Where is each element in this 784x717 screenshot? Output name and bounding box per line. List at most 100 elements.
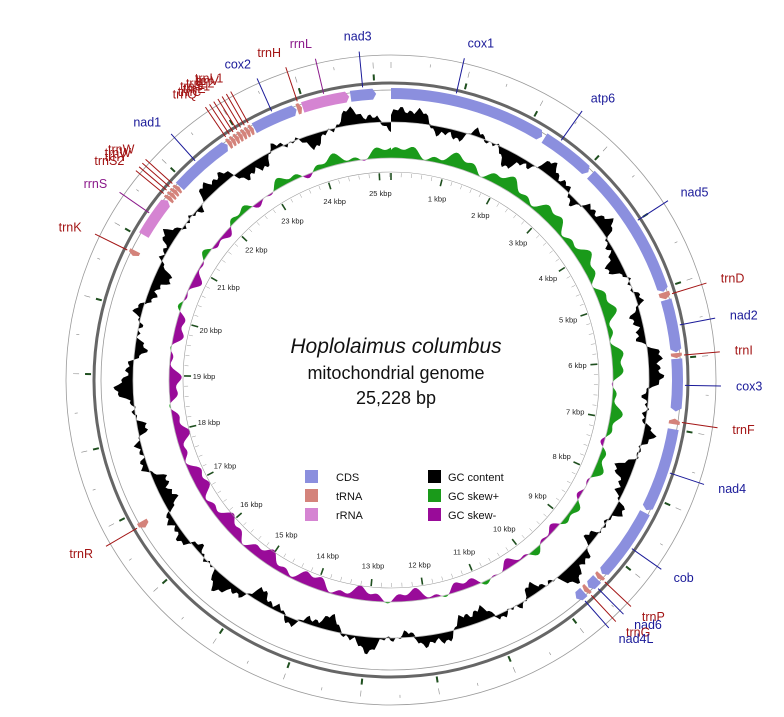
ruler-kbp-label: 8 kbp xyxy=(552,452,570,461)
outer-minor-tick xyxy=(108,523,115,527)
ruler-minor-tick xyxy=(348,177,350,182)
label-leader-line xyxy=(631,548,662,570)
ruler-minor-tick xyxy=(234,243,239,247)
ruler-minor-tick xyxy=(358,175,360,180)
outer-minor-tick xyxy=(631,175,635,178)
ruler-minor-tick xyxy=(431,578,433,583)
ruler-kbp-tick xyxy=(235,512,243,519)
label-nad1: nad1 xyxy=(133,116,161,130)
outer-minor-tick xyxy=(360,690,362,697)
legend-label-gc-skew-plus: GC skew+ xyxy=(448,491,499,503)
ruler-minor-tick xyxy=(194,314,199,317)
outer-minor-tick xyxy=(81,450,88,453)
outer-kbp-tick xyxy=(218,628,224,635)
outer-minor-tick xyxy=(283,673,286,680)
label-leader-line xyxy=(145,159,173,184)
feature-arc-nad4L xyxy=(575,587,588,601)
ruler-minor-tick xyxy=(451,573,453,578)
label-leader-line xyxy=(358,51,364,88)
legend-swatch-rrna xyxy=(305,508,318,521)
ruler-kbp-tick xyxy=(580,313,588,317)
label-leader-line xyxy=(560,110,583,141)
ruler-minor-tick xyxy=(571,285,576,288)
ruler-minor-tick xyxy=(478,193,481,198)
feature-arc-cob xyxy=(600,510,650,575)
label-trnP: trnP xyxy=(642,610,665,624)
label-leader-line xyxy=(170,133,196,162)
ruler-minor-tick xyxy=(579,303,584,306)
ruler-kbp-tick xyxy=(587,413,596,417)
ruler-kbp-label: 14 kbp xyxy=(316,551,339,560)
feature-arc-trnR xyxy=(136,518,149,528)
ruler-minor-tick xyxy=(536,521,540,525)
outer-minor-tick xyxy=(333,67,335,71)
ruler-minor-tick xyxy=(479,562,482,567)
label-trnL2: trnL2 xyxy=(186,77,215,91)
legend-label-gc-content: GC content xyxy=(448,472,504,484)
label-cob: cob xyxy=(674,571,694,585)
ruler-minor-tick xyxy=(191,435,196,438)
label-leader-line xyxy=(671,282,707,295)
ruler-minor-tick xyxy=(206,286,210,289)
ruler-minor-tick xyxy=(229,507,234,510)
label-leader-line xyxy=(684,384,721,387)
label-trnQ: trnQ xyxy=(173,88,198,102)
feature-arc-trnD xyxy=(658,290,671,300)
label-cox1: cox1 xyxy=(468,37,494,51)
feature-arc-rrnS xyxy=(139,199,170,238)
ruler-minor-tick xyxy=(309,189,312,194)
ruler-kbp-label: 10 kbp xyxy=(493,524,516,533)
outer-minor-tick xyxy=(246,660,249,664)
label-cox3: cox3 xyxy=(736,379,762,393)
ruler-minor-tick xyxy=(202,464,207,467)
ruler-kbp-tick xyxy=(590,363,598,366)
ruler-kbp-tick xyxy=(558,266,566,272)
outer-minor-tick xyxy=(674,241,678,244)
label-leader-line xyxy=(141,162,170,188)
outer-minor-tick xyxy=(223,109,227,115)
outer-minor-tick xyxy=(467,71,470,78)
label-trnD: trnD xyxy=(721,272,745,286)
ruler-minor-tick xyxy=(195,445,199,448)
ruler-kbp-label: 23 kbp xyxy=(281,217,304,226)
label-leader-line xyxy=(209,104,230,135)
ruler-kbp-tick xyxy=(420,577,424,585)
ruler-minor-tick xyxy=(590,343,595,345)
feature-arc-trnF xyxy=(668,418,680,426)
label-trnK: trnK xyxy=(59,220,83,234)
ruler-minor-tick xyxy=(186,344,191,347)
ruler-kbp-label: 24 kbp xyxy=(323,197,346,206)
feature-arc-nad6 xyxy=(587,575,602,590)
ruler-minor-tick xyxy=(441,576,443,581)
label-trnE: trnE xyxy=(183,82,206,96)
label-atp6: atp6 xyxy=(591,92,615,106)
gc-content-baseline xyxy=(132,121,650,639)
label-trnF: trnF xyxy=(732,423,755,437)
outer-minor-tick xyxy=(505,83,508,87)
feature-arc-trnL2 xyxy=(239,129,248,140)
label-leader-line xyxy=(135,170,165,194)
ruler-kbp-tick xyxy=(573,461,581,466)
feature-arc-trnY xyxy=(166,191,177,201)
label-leader-line xyxy=(230,91,249,124)
legend-swatch-gc-skew-minus xyxy=(428,508,441,521)
feature-arc-trnC xyxy=(228,135,237,147)
outer-minor-tick xyxy=(161,159,167,164)
outer-minor-tick xyxy=(258,90,260,94)
outer-kbp-tick xyxy=(297,87,302,95)
ruler-kbp-tick xyxy=(547,503,554,510)
ruler-kbp-label: 11 kbp xyxy=(453,548,475,557)
label-rrnS: rrnS xyxy=(84,177,108,191)
ruler-minor-tick xyxy=(212,482,216,485)
ruler-minor-tick xyxy=(586,434,591,436)
label-leader-line xyxy=(679,317,716,326)
label-leader-line xyxy=(314,58,325,94)
label-leader-line xyxy=(637,200,669,221)
ruler-minor-tick xyxy=(420,175,423,180)
outer-minor-tick xyxy=(181,616,184,620)
ruler-kbp-label: 22 kbp xyxy=(245,246,268,255)
outer-kbp-tick xyxy=(625,565,632,571)
label-leader-line xyxy=(221,96,241,128)
legend-label-trna: tRNA xyxy=(336,491,363,503)
ruler-minor-tick xyxy=(488,557,491,562)
